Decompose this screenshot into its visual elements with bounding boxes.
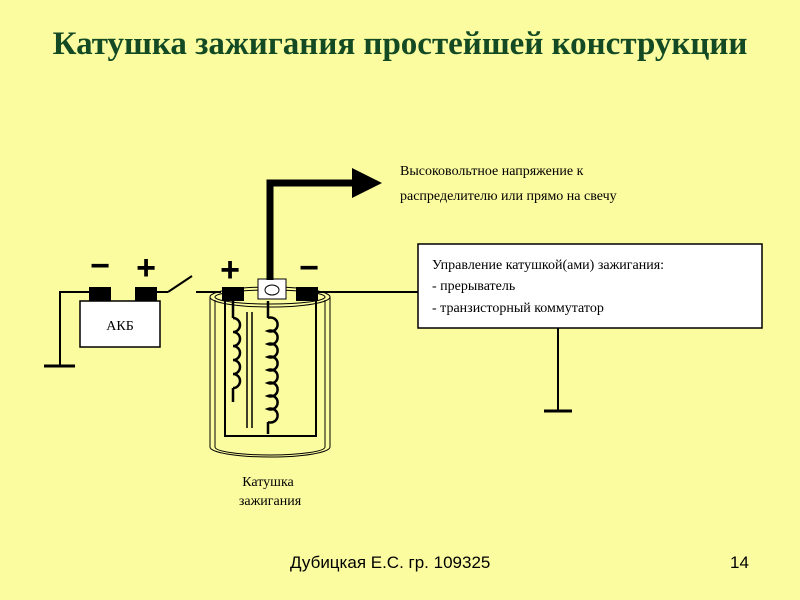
- battery-minus-sign: −: [90, 247, 110, 285]
- coil-minus-terminal: [296, 287, 318, 301]
- control-label-line3: - транзисторный коммутатор: [432, 301, 604, 316]
- control-label-line1: Управление катушкой(ами) зажигания:: [432, 258, 664, 273]
- battery-minus-terminal: [89, 287, 111, 301]
- hv-output-arrow: [266, 168, 382, 280]
- battery-label: АКБ: [106, 319, 134, 334]
- battery-box: [79, 300, 161, 348]
- footer-author: Дубицкая Е.С. гр. 109325: [290, 553, 491, 572]
- coil-windings: [224, 300, 317, 437]
- battery-plus-terminal: [135, 287, 157, 301]
- battery-ground: [44, 291, 102, 368]
- hv-label-line2: распределителю или прямо на свечу: [400, 189, 617, 204]
- hv-label-line1: Высоковольтное напряжение к: [400, 164, 584, 179]
- coil-core: [246, 312, 253, 428]
- slide-title: Катушка зажигания простейшей конструкции: [52, 26, 748, 62]
- coil-housing: [209, 286, 331, 458]
- coil-minus-sign: −: [299, 249, 319, 287]
- control-label-line2: - прерыватель: [432, 279, 515, 294]
- coil-plus-sign: +: [220, 251, 240, 289]
- coil-label-line2: зажигания: [239, 494, 302, 509]
- battery-plus-sign: +: [136, 249, 156, 287]
- hv-center-terminal: [257, 278, 287, 300]
- ignition-switch: [157, 275, 221, 293]
- control-box: [417, 243, 763, 329]
- coil-label-line1: Катушка: [242, 475, 294, 490]
- page-number: 14: [730, 553, 749, 572]
- coil-plus-terminal: [222, 287, 244, 301]
